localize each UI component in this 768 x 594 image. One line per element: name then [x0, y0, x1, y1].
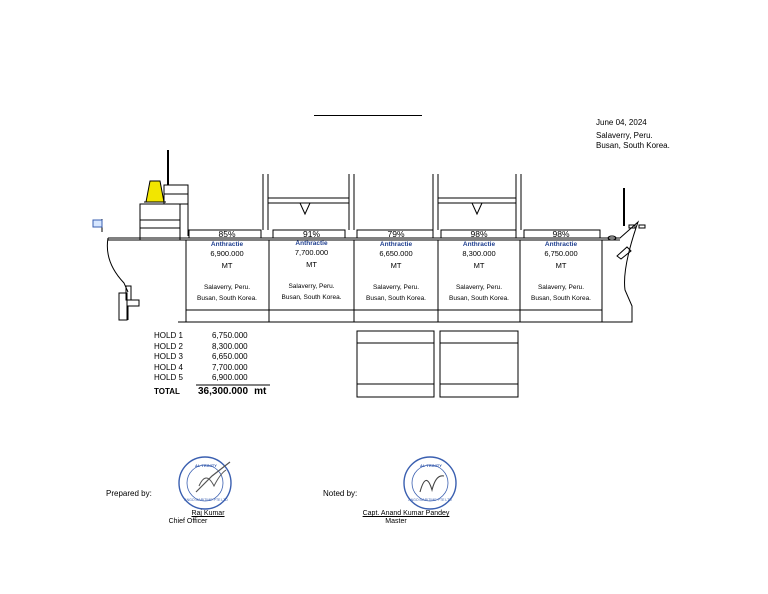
cargo-name: Anthractie: [379, 241, 413, 248]
cargo-unit: MT: [390, 261, 402, 270]
voyage-header: June 04, 2024 Salaverry, Peru. Busan, So…: [596, 118, 670, 151]
cargo-quantity: 6,900.000: [210, 249, 244, 258]
discharge-port: Busan, South Korea.: [449, 295, 509, 302]
load-port: Salaverry, Peru.: [203, 284, 251, 291]
hold-fill-percent: 85%: [218, 229, 236, 239]
hold-summary: HOLD 1 6,750.000 HOLD 2 8,300.000 HOLD 3…: [154, 331, 274, 384]
load-port: Salaverry, Peru.: [288, 283, 335, 290]
summary-row: HOLD 5 6,900.000: [154, 373, 248, 383]
cargo-unit: MT: [473, 261, 485, 270]
cargo-quantity: 6,650.000: [379, 249, 413, 258]
stamp-text-bottom: ANGO MARITIME PTE LTD: [408, 498, 452, 502]
title-underline: [314, 115, 422, 116]
summary-total-row: TOTAL 36,300.000 mt: [154, 386, 266, 397]
hold-5-label: 98% Anthractie 6,750.000 MT Salaverry, P…: [521, 229, 601, 303]
discharge-port: Busan, South Korea.: [281, 294, 342, 301]
header-discharge-port: Busan, South Korea.: [596, 141, 670, 150]
prepared-by-name: Raj Kumar: [191, 510, 225, 517]
noted-by-title: Master: [385, 518, 407, 525]
hold-fill-percent: 79%: [387, 229, 405, 239]
stamp-text-top: AL TRINITY: [195, 463, 217, 468]
stamp-text-bottom: ANGO MARITIME PTE LTD: [184, 498, 228, 502]
load-port: Salaverry, Peru.: [537, 284, 585, 291]
report-date: June 04, 2024: [596, 118, 647, 127]
hold-2-label: 91% Anthractie 7,700.000 MT Salaverry, P…: [270, 229, 353, 302]
cargo-name: Anthractie: [544, 241, 578, 248]
summary-row: HOLD 4 7,700.000: [154, 362, 248, 372]
prepared-stamp-icon: [178, 456, 232, 510]
header-load-port: Salaverry, Peru.: [596, 131, 653, 140]
cargo-quantity: 7,700.000: [294, 248, 329, 257]
total-value: 36,300.000: [198, 386, 249, 397]
prepared-by-label: Prepared by:: [106, 489, 152, 498]
cargo-unit: MT: [306, 260, 317, 269]
total-label: TOTAL: [154, 387, 180, 396]
cargo-name: Anthractie: [295, 240, 328, 247]
hold-fill-percent: 91%: [302, 229, 320, 239]
cargo-quantity: 6,750.000: [544, 249, 578, 258]
hold-fill-percent: 98%: [470, 229, 488, 239]
noted-stamp-icon: [403, 456, 457, 510]
discharge-port: Busan, South Korea.: [366, 295, 426, 302]
stamp-text-top: AL TRINITY: [420, 463, 442, 468]
hold-1-label: 85% Anthractie 6,900.000 MT Salaverry, P…: [187, 229, 267, 303]
summary-row: HOLD 3 6,650.000: [154, 352, 248, 362]
total-unit: mt: [254, 386, 267, 397]
cargo-name: Anthractie: [462, 241, 496, 248]
hold-3-label: 79% Anthractie 6,650.000 MT Salaverry, P…: [355, 229, 437, 303]
discharge-port: Busan, South Korea.: [531, 295, 591, 302]
noted-by-label: Noted by:: [323, 489, 358, 498]
hold-4-label: 98% Anthractie 8,300.000 MT Salaverry, P…: [439, 229, 519, 303]
load-port: Salaverry, Peru.: [372, 284, 420, 291]
discharge-port: Busan, South Korea.: [197, 295, 257, 302]
hold-fill-percent: 98%: [552, 229, 570, 239]
load-port: Salaverry, Peru.: [455, 284, 503, 291]
prepared-by-title: Chief Officer: [168, 518, 208, 525]
summary-row: HOLD 2 8,300.000: [154, 341, 248, 351]
cargo-name: Anthractie: [210, 241, 244, 248]
noted-by-name: Capt. Anand Kumar Pandey: [362, 510, 450, 517]
cargo-unit: MT: [555, 261, 567, 270]
cargo-quantity: 8,300.000: [462, 249, 496, 258]
summary-row: HOLD 1 6,750.000: [154, 331, 248, 340]
cargo-unit: MT: [221, 261, 233, 270]
